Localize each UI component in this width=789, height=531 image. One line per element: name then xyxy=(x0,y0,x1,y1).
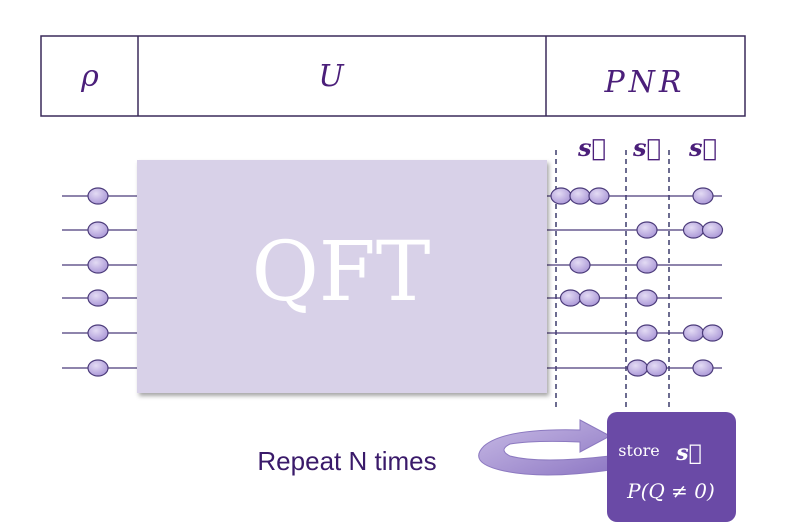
photon xyxy=(87,256,109,274)
photon xyxy=(569,187,591,205)
photon xyxy=(692,359,714,377)
repeat-label: Repeat N times xyxy=(257,446,436,476)
photon xyxy=(682,221,705,239)
photon xyxy=(87,324,109,342)
photons xyxy=(87,187,724,377)
photon xyxy=(550,187,572,205)
photon xyxy=(87,359,109,377)
photon xyxy=(692,187,714,205)
store-symbol: s⃗ xyxy=(675,440,702,466)
photon xyxy=(87,289,109,307)
header-border xyxy=(40,35,746,117)
store-background xyxy=(607,412,736,522)
header-pnr: PNR xyxy=(603,65,685,100)
photon xyxy=(636,289,658,307)
photon xyxy=(645,359,668,377)
photon xyxy=(569,256,591,274)
photon xyxy=(578,289,601,307)
photon xyxy=(559,289,582,307)
header-table: ρ U PNR xyxy=(40,35,746,117)
qft-label: QFT xyxy=(252,225,431,320)
detector-separators xyxy=(555,150,670,408)
qft-block: QFT xyxy=(137,160,547,393)
store-box: store s⃗ P(Q ≠ 0) xyxy=(607,412,736,522)
photon xyxy=(682,324,705,342)
header-rho: ρ xyxy=(80,59,99,94)
loop-arrow xyxy=(478,419,612,476)
qft-box xyxy=(137,160,547,393)
repeat-arrow xyxy=(478,419,612,476)
photon xyxy=(636,324,658,342)
detector-label: s⃗ xyxy=(577,133,606,162)
detector-labels: s⃗ s⃗ s⃗ xyxy=(577,133,717,162)
photon xyxy=(626,359,649,377)
photon xyxy=(588,187,610,205)
detector-label: s⃗ xyxy=(688,133,717,162)
photon xyxy=(701,221,724,239)
photon xyxy=(636,221,658,239)
detector-label: s⃗ xyxy=(632,133,661,162)
header-unitary: U xyxy=(318,59,345,94)
photon xyxy=(636,256,658,274)
probability-label: P(Q ≠ 0) xyxy=(626,479,715,503)
photon xyxy=(701,324,724,342)
store-label: store xyxy=(618,441,659,460)
photon xyxy=(87,221,109,239)
photon xyxy=(87,187,109,205)
